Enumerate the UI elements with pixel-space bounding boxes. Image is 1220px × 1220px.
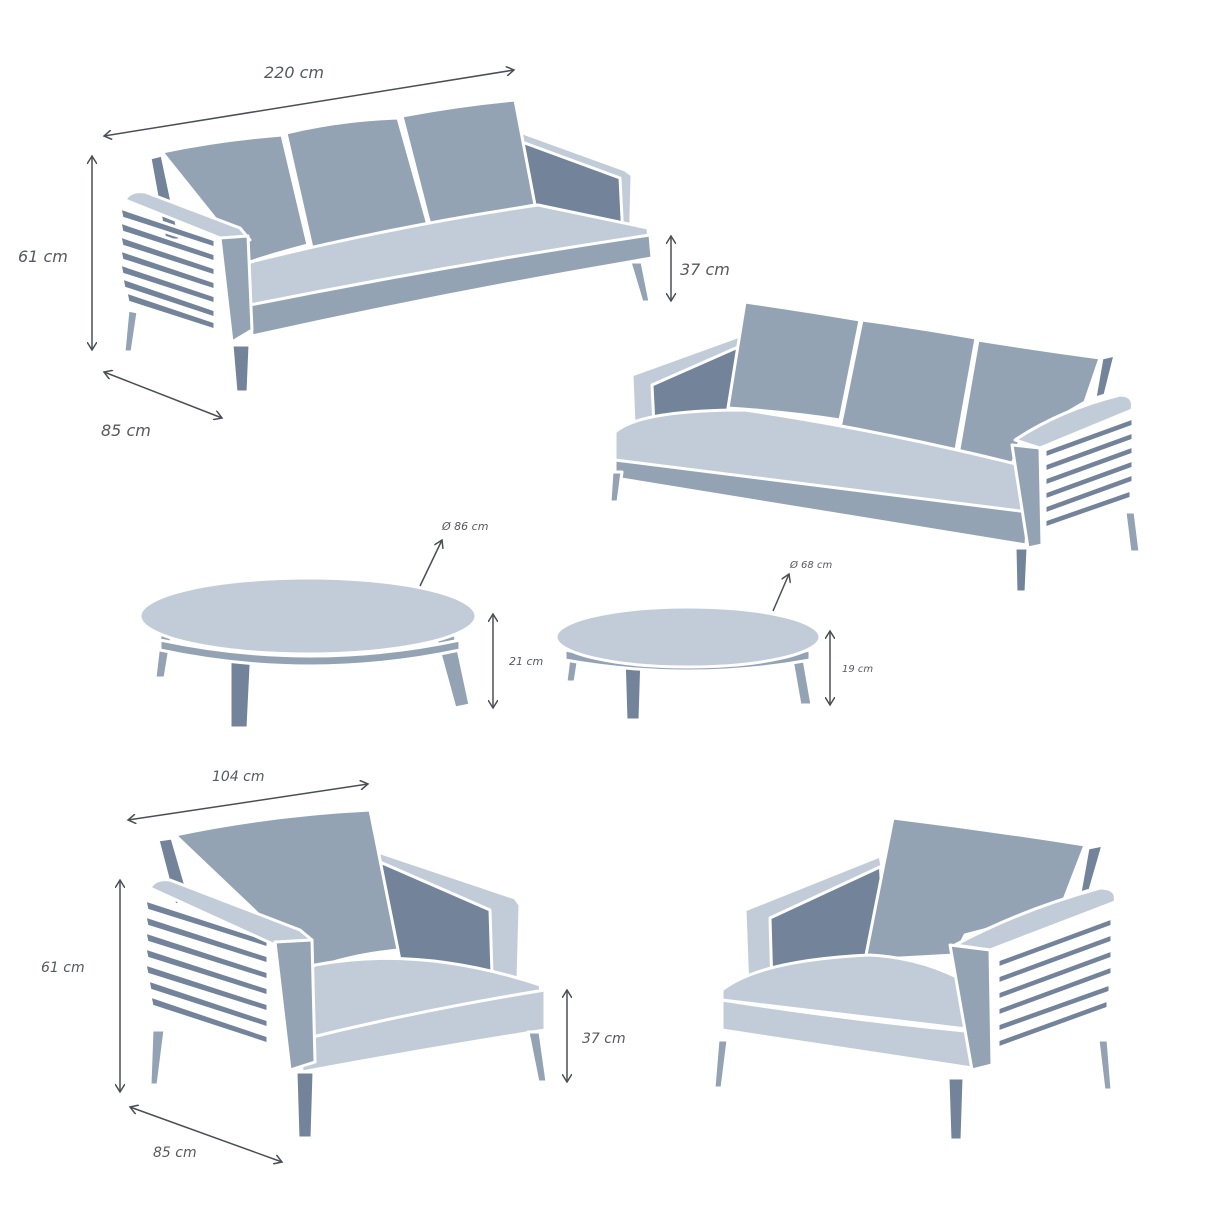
sofa-angled-view — [608, 300, 1142, 594]
small-coffee-table — [554, 605, 822, 722]
small-table-diameter-label: Ø 68 cm — [790, 560, 833, 571]
sofa-seat-height-label: 37 cm — [680, 260, 730, 279]
large-coffee-table — [138, 576, 478, 730]
armchair-width-label: 104 cm — [212, 769, 265, 785]
armchair-seat-height-label: 37 cm — [582, 1031, 626, 1047]
large-table-height-label: 21 cm — [509, 655, 544, 668]
armchair-height-label: 61 cm — [41, 960, 85, 976]
armchair-angled-view — [712, 816, 1117, 1142]
sofa-width-label: 220 cm — [264, 63, 325, 82]
armchair-front-view — [143, 808, 549, 1140]
small-table-height-label: 19 cm — [842, 664, 874, 675]
armchair-depth-label: 85 cm — [153, 1145, 197, 1161]
sofa-depth-label: 85 cm — [101, 421, 151, 440]
large-table-diameter-label: Ø 86 cm — [442, 520, 489, 533]
sofa-front-view — [118, 98, 654, 394]
sofa-height-label: 61 cm — [18, 247, 68, 266]
dimension-arrows — [92, 70, 830, 1162]
